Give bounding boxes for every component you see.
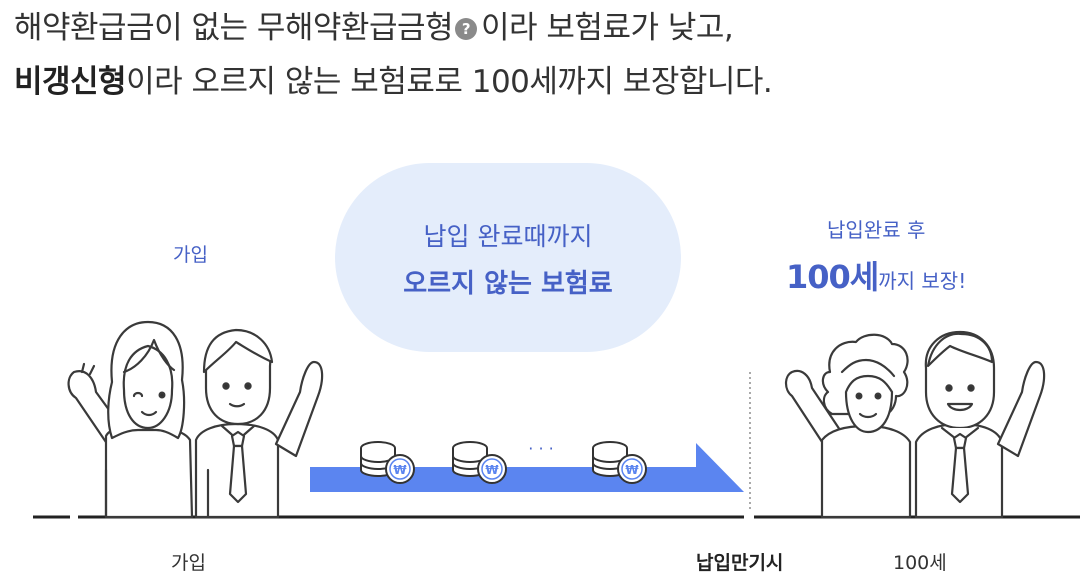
- help-icon[interactable]: ?: [455, 18, 478, 40]
- coin-symbol-2: ₩: [485, 463, 499, 477]
- headline-line-1: 해약환급금이 없는 무해약환급금형?이라 보험료가 낮고,: [14, 8, 734, 48]
- grandfather-figure: [914, 330, 1046, 519]
- join-label-top: 가입: [173, 244, 208, 266]
- coverage-age: 100세: [786, 258, 879, 296]
- coin-stack-3: ₩: [592, 441, 647, 484]
- bubble-line-1: 납입 완료때까지: [423, 222, 593, 251]
- headline-bold-term: 비갱신형: [14, 64, 127, 100]
- timeline-label-100: 100세: [893, 552, 947, 574]
- timeline-label-payment-end: 납입만기시: [696, 552, 784, 574]
- headline-line-1-tail: 이라 보험료가 낮고,: [481, 10, 734, 46]
- coin-symbol-1: ₩: [393, 463, 407, 477]
- bubble-line-2: 오르지 않는 보험료: [403, 269, 613, 299]
- after-payment-label: 납입완료 후: [827, 218, 926, 242]
- young-woman-figure: [67, 320, 194, 519]
- coin-symbol-3: ₩: [625, 463, 639, 477]
- headline-line-1-main: 해약환급금이 없는 무해약환급금형: [14, 10, 454, 46]
- grandmother-figure: [784, 333, 912, 519]
- coin-stack-1: ₩: [360, 441, 415, 484]
- speech-bubble: 납입 완료때까지 오르지 않는 보험료: [335, 163, 681, 352]
- coin-stack-2: ₩: [452, 441, 507, 484]
- young-man-figure: [194, 328, 324, 519]
- coverage-tail: 까지 보장!: [878, 269, 967, 293]
- ellipsis-dots: · · ·: [528, 439, 553, 458]
- timeline-label-join: 가입: [171, 552, 206, 574]
- headline-line-2-rest: 이라 오르지 않는 보험료로 100세까지 보장합니다.: [126, 64, 773, 100]
- headline-line-2: 비갱신형이라 오르지 않는 보험료로 100세까지 보장합니다.: [14, 62, 773, 102]
- coverage-until-label: 100세까지 보장!: [786, 252, 966, 298]
